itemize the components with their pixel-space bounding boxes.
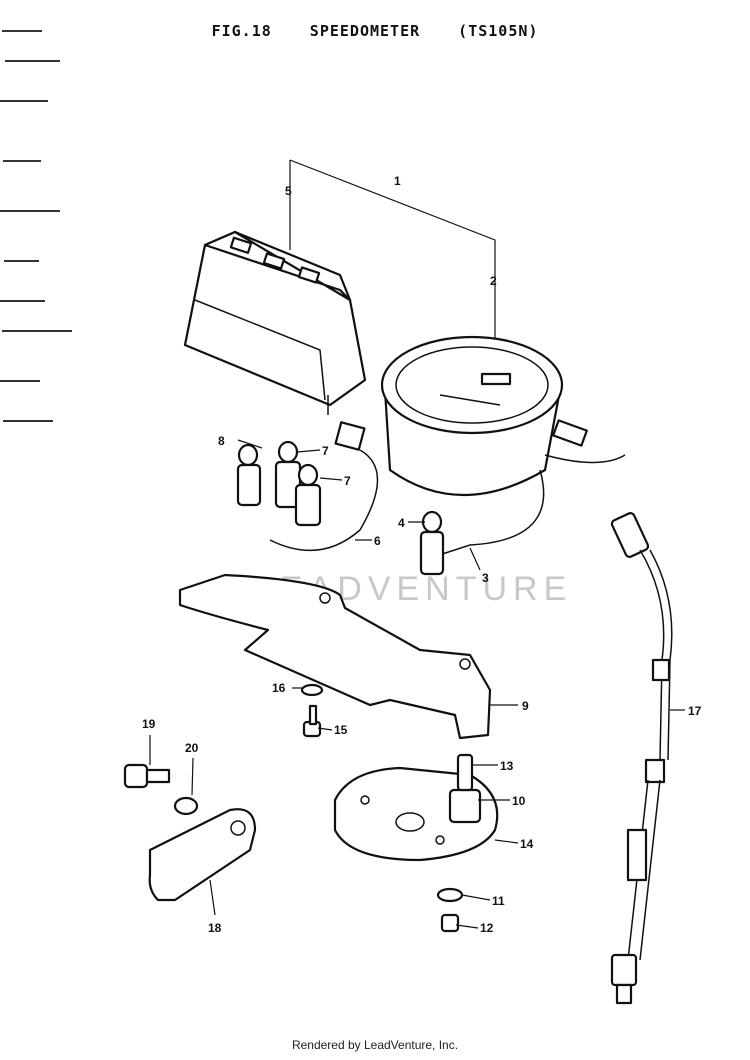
figure-model: (TS105N) <box>458 22 539 40</box>
callout-5: 5 <box>285 184 292 198</box>
callout-12: 12 <box>480 921 494 935</box>
callout-6: 6 <box>374 534 381 548</box>
callout-2: 2 <box>490 274 497 288</box>
callout-7b: 7 <box>344 474 351 488</box>
bulb-sockets <box>236 440 445 576</box>
meter-bracket <box>178 573 492 740</box>
drive-gear <box>448 753 482 824</box>
footer-credit: Rendered by LeadVenture, Inc. <box>291 1038 459 1052</box>
callout-13: 13 <box>500 759 514 773</box>
callout-17: 17 <box>688 704 702 718</box>
callout-1: 1 <box>394 174 401 188</box>
figure-number: FIG.18 <box>211 22 272 40</box>
callout-10: 10 <box>512 794 526 808</box>
callout-leaders <box>149 439 685 929</box>
speedometer-cable <box>610 512 673 1005</box>
stay-bracket <box>123 763 257 902</box>
callout-20: 20 <box>185 741 199 755</box>
callout-11: 11 <box>492 894 505 908</box>
callout-15: 15 <box>334 723 348 737</box>
small-hardware <box>300 683 464 933</box>
callout-3: 3 <box>482 571 489 585</box>
indicator-housing <box>183 230 367 415</box>
scan-noise <box>0 30 72 422</box>
callout-7a: 7 <box>322 444 329 458</box>
callout-4: 4 <box>398 516 405 530</box>
callout-9: 9 <box>522 699 529 713</box>
callout-16: 16 <box>272 681 286 695</box>
callout-19: 19 <box>142 717 156 731</box>
speedometer-head <box>380 335 626 559</box>
lamp-wire-harness <box>269 421 379 552</box>
callout-numbers: 1 2 3 4 5 6 7 7 8 9 10 11 12 13 14 15 16… <box>142 174 702 935</box>
callout-14: 14 <box>520 837 534 851</box>
callout-18: 18 <box>208 921 222 935</box>
assembly-bracket <box>289 159 496 340</box>
figure-title: FIG.18 SPEEDOMETER (TS105N) <box>0 22 750 40</box>
figure-name: SPEEDOMETER <box>309 22 421 40</box>
callout-8: 8 <box>218 434 225 448</box>
